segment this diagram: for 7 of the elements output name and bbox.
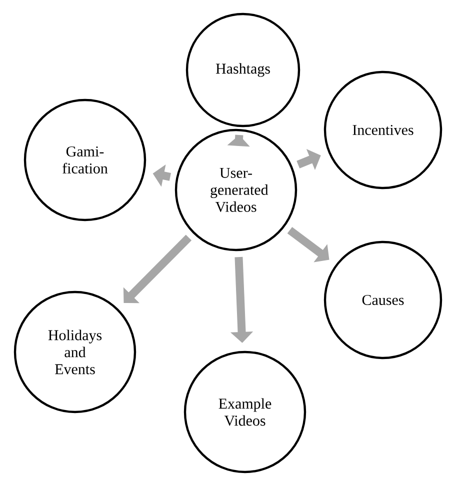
circle-node: Example Videos: [184, 350, 306, 474]
circle-node: User-generated Videos: [174, 128, 298, 252]
circle-node: Incentives: [324, 70, 442, 190]
circle-node: Gami-fication: [24, 98, 146, 222]
circle-node: Causes: [324, 240, 442, 360]
circle-node: Hashtags: [186, 12, 300, 128]
circle-node: Holidays and Events: [14, 290, 136, 414]
